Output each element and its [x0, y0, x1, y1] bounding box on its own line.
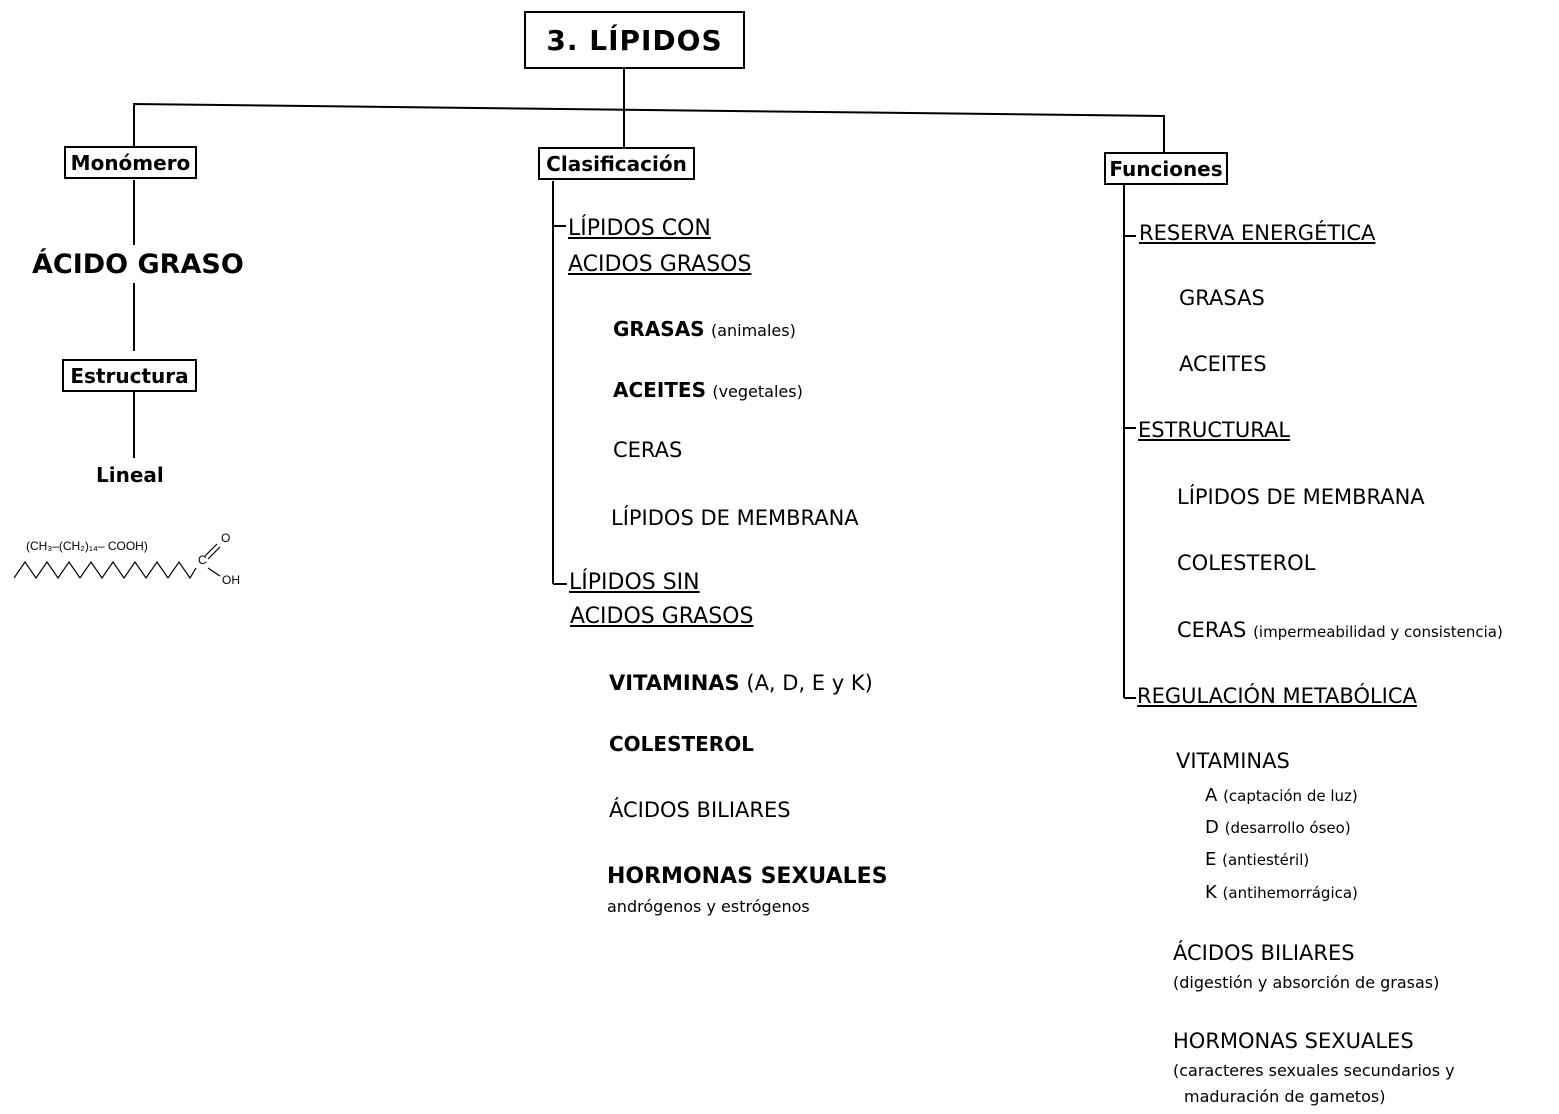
clasif-grasas-item: GRASAS (animales)	[613, 319, 796, 339]
reserva-energetica-label: RESERVA ENERGÉTICA	[1139, 221, 1376, 245]
vitamina-a-letter: A	[1205, 785, 1218, 806]
clasif-ceras-label: CERAS	[613, 438, 683, 462]
clasificacion-header: Clasificación	[538, 147, 695, 180]
lipidos-con-line2: ACIDOS GRASOS	[568, 252, 752, 277]
reserva-grasas-label: GRASAS	[1179, 286, 1265, 310]
vitamina-d-letter: D	[1205, 817, 1219, 838]
estructural-colesterol-label: COLESTEROL	[1177, 551, 1316, 575]
clasif-hormonas-note: andrógenos y estrógenos	[607, 897, 810, 916]
carboxyl-c-label: C	[198, 553, 207, 567]
page-title: 3. LÍPIDOS	[524, 11, 745, 69]
estructural-ceras-item: CERAS (impermeabilidad y consistencia)	[1177, 620, 1503, 641]
vitamina-e-item: E (antiestéril)	[1205, 851, 1309, 869]
estructural-ceras-note: (impermeabilidad y consistencia)	[1253, 623, 1503, 641]
monomero-header: Monómero	[64, 146, 197, 179]
estructura-header: Estructura	[62, 359, 197, 392]
clasif-grasas-label: GRASAS	[613, 317, 705, 341]
regulacion-metabolica-label: REGULACIÓN METABÓLICA	[1137, 684, 1417, 708]
regulacion-biliares-note: (digestión y absorción de grasas)	[1173, 973, 1440, 992]
clasif-aceites-label: ACEITES	[613, 378, 706, 402]
estructural-ceras-label: CERAS	[1177, 618, 1247, 642]
regulacion-hormonas-label: HORMONAS SEXUALES	[1173, 1029, 1414, 1053]
vitamina-a-note: (captación de luz)	[1223, 787, 1358, 805]
clasif-hormonas-label: HORMONAS SEXUALES	[607, 864, 888, 889]
vitamina-e-note: (antiestéril)	[1222, 851, 1310, 869]
lipidos-sin-line1: LÍPIDOS SIN	[569, 570, 700, 595]
vitamina-a-item: A (captación de luz)	[1205, 787, 1358, 805]
clasif-biliares-label: ÁCIDOS BILIARES	[609, 798, 791, 822]
funciones-header: Funciones	[1104, 152, 1228, 185]
clasif-aceites-item: ACEITES (vegetales)	[613, 380, 803, 400]
reserva-aceites-label: ACEITES	[1179, 352, 1267, 376]
regulacion-hormonas-note1: (caracteres sexuales secundarios y	[1173, 1061, 1455, 1080]
fatty-acid-formula: (CH₃–(CH₂)₁₄– COOH)	[26, 539, 148, 553]
clasif-membrana-label: LÍPIDOS DE MEMBRANA	[611, 506, 859, 530]
vitamina-k-note: (antihemorrágica)	[1222, 884, 1358, 902]
clasif-grasas-note: (animales)	[710, 321, 796, 340]
lineal-label: Lineal	[96, 463, 164, 487]
carboxyl-oh-label: OH	[222, 573, 240, 587]
clasif-vitaminas-item: VITAMINAS (A, D, E y K)	[609, 673, 873, 694]
vitamina-d-item: D (desarrollo óseo)	[1205, 819, 1351, 837]
lipidos-con-line1: LÍPIDOS CON	[568, 216, 711, 241]
vitamina-d-note: (desarrollo óseo)	[1224, 819, 1351, 837]
regulacion-hormonas-note2: maduración de gametos)	[1184, 1087, 1386, 1106]
vitamina-k-letter: K	[1205, 882, 1217, 903]
regulacion-biliares-label: ÁCIDOS BILIARES	[1173, 941, 1355, 965]
estructural-label: ESTRUCTURAL	[1138, 418, 1291, 442]
clasif-aceites-note: (vegetales)	[712, 382, 803, 401]
fatty-acid-zigzag-icon	[13, 543, 221, 580]
estructural-membrana-label: LÍPIDOS DE MEMBRANA	[1177, 485, 1425, 509]
vitamina-k-item: K (antihemorrágica)	[1205, 884, 1358, 902]
regulacion-vitaminas-label: VITAMINAS	[1176, 749, 1290, 773]
clasif-vitaminas-note: (A, D, E y K)	[746, 671, 873, 695]
acido-graso-label: ÁCIDO GRASO	[32, 249, 244, 280]
clasif-colesterol-label: COLESTEROL	[609, 732, 754, 756]
clasif-vitaminas-label: VITAMINAS	[609, 671, 740, 695]
vitamina-e-letter: E	[1205, 849, 1217, 870]
carboxyl-o-label: O	[221, 531, 231, 545]
lipidos-sin-line2: ACIDOS GRASOS	[570, 604, 754, 629]
